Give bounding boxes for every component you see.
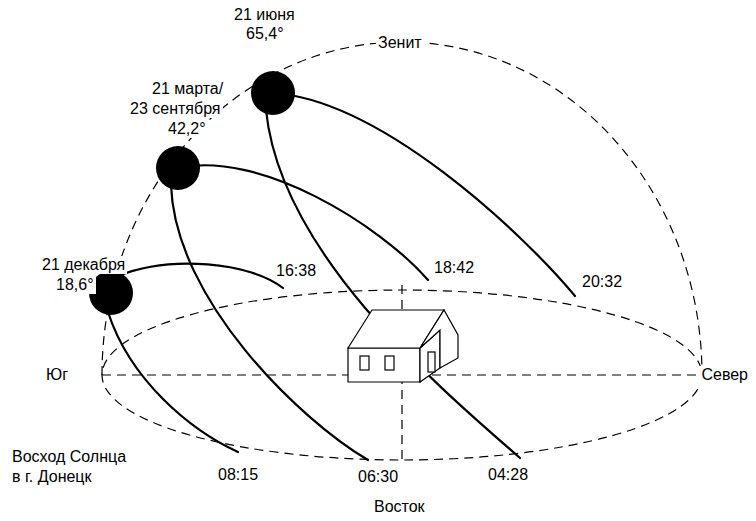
note-label: в г. Донецк <box>10 468 94 486</box>
house-gable <box>420 310 458 368</box>
sun-discs <box>89 71 295 315</box>
june-sunset-path <box>273 93 575 296</box>
direction-label: Юг <box>44 366 70 384</box>
zenith-label: Зенит <box>376 34 424 52</box>
angle-label: 42,2° <box>166 120 208 138</box>
march-sunset-path <box>178 165 428 280</box>
direction-label: Восток <box>372 498 427 516</box>
sun-paths <box>108 93 575 460</box>
house-door <box>428 352 435 372</box>
time-label: 16:38 <box>274 262 318 280</box>
date-label: 23 сентября <box>128 100 223 118</box>
date-label: 21 декабря <box>40 256 127 274</box>
december-sunrise-path <box>108 312 238 452</box>
june-sun <box>251 71 295 115</box>
house-roof <box>348 310 444 348</box>
december-sun <box>89 271 133 315</box>
house <box>348 310 458 382</box>
time-label: 20:32 <box>580 273 624 291</box>
december-sunset-path <box>118 264 283 288</box>
time-label: 18:42 <box>432 259 476 277</box>
angle-label: 65,4° <box>244 25 286 43</box>
dome-arc <box>102 42 702 375</box>
note-label: Восход Солнца <box>10 448 128 466</box>
june-sunrise-path <box>266 110 520 458</box>
time-label: 04:28 <box>486 466 530 484</box>
direction-label: Север <box>699 366 750 384</box>
house-window <box>360 356 369 370</box>
time-label: 06:30 <box>356 468 400 486</box>
celestial-dome <box>102 42 702 462</box>
house-window <box>385 356 394 370</box>
date-label: 21 марта/ <box>150 80 225 98</box>
angle-label: 18,6° <box>54 276 96 294</box>
date-label: 21 июня <box>232 6 297 24</box>
horizon-ellipse <box>102 290 702 460</box>
time-label: 08:15 <box>216 466 260 484</box>
equinox-sun <box>156 146 200 190</box>
march-sunrise-path <box>171 185 368 460</box>
house-front-wall <box>348 348 420 382</box>
